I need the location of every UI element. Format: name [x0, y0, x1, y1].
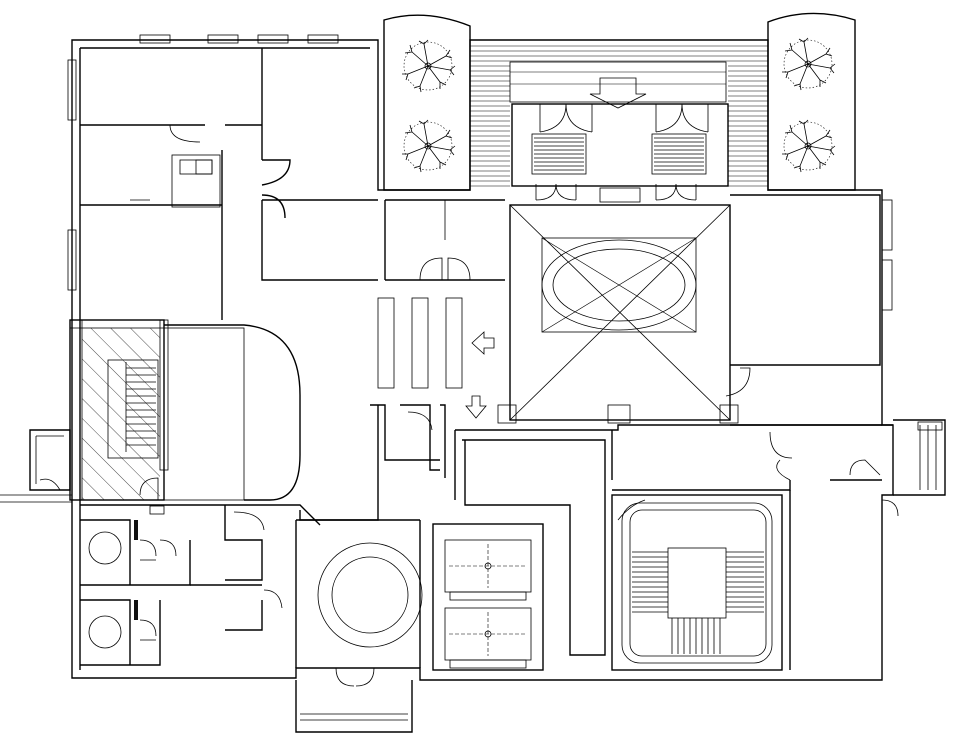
west-balcony — [0, 429, 72, 503]
arrow-down-icon — [589, 77, 647, 109]
tree-icon — [401, 119, 456, 173]
round-room — [295, 519, 423, 733]
stair-core-east — [611, 430, 882, 671]
corridor-walls — [80, 404, 882, 656]
planter-left — [383, 14, 471, 191]
elevator-core — [432, 523, 544, 671]
tree-icon — [781, 119, 836, 173]
atrium — [497, 204, 739, 424]
stair-icon — [531, 133, 707, 175]
planter-right — [767, 12, 856, 191]
elevator-icon — [449, 612, 527, 656]
exterior-walls — [67, 34, 894, 681]
tree-icon — [781, 37, 836, 91]
east-room — [725, 194, 893, 426]
arrow-down-icon — [465, 395, 487, 419]
entry-terrace — [470, 45, 768, 203]
stair-core-west — [69, 319, 301, 501]
restrooms — [80, 505, 283, 666]
arrow-left-icon — [471, 331, 495, 355]
east-wing — [789, 419, 946, 670]
tree-icon — [401, 39, 456, 93]
elevator-icon — [449, 544, 527, 588]
hall-benches — [377, 297, 495, 419]
west-offices — [80, 48, 505, 320]
